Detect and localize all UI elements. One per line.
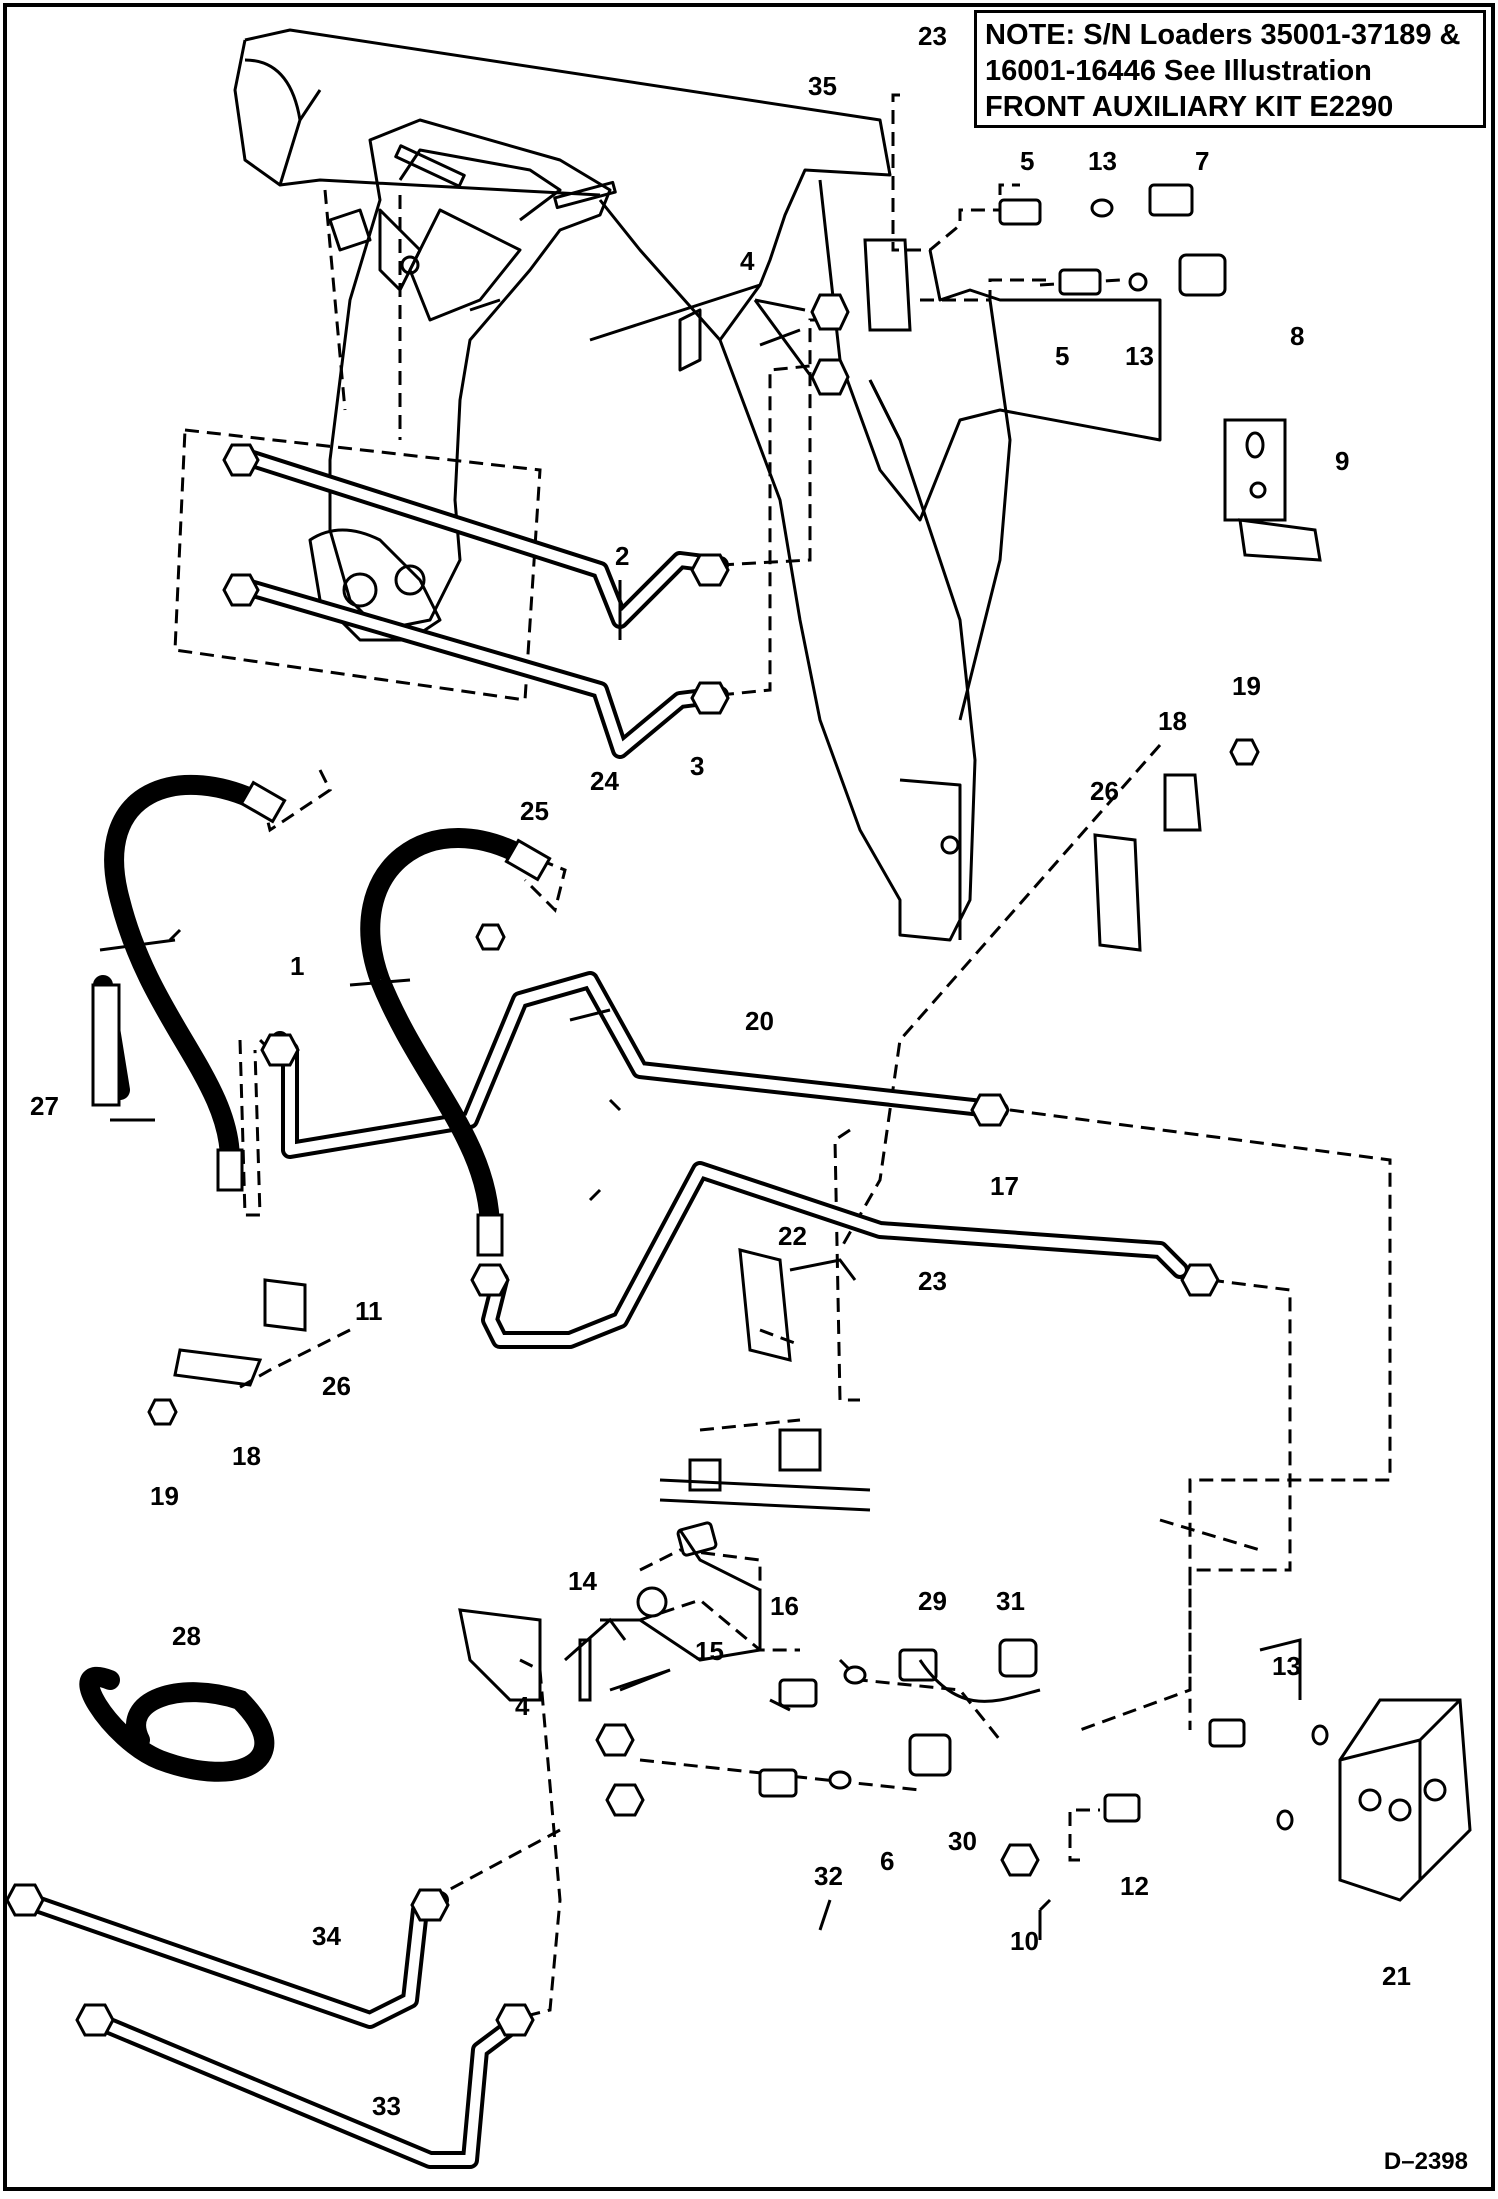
callout-31: 31	[996, 1586, 1025, 1616]
callout-17: 17	[990, 1171, 1019, 1201]
serial-number-note: NOTE: S/N Loaders 35001-37189 & 16001-16…	[974, 10, 1486, 128]
drawing-number: D–2398	[1383, 2148, 1468, 2175]
callout-25: 25	[520, 796, 549, 826]
note-line-3: FRONT AUXILIARY KIT E2290	[985, 91, 1394, 123]
callout-35: 35	[808, 71, 837, 101]
callout-23-top: 23	[918, 21, 947, 51]
tubing-inner	[20, 450, 1185, 2165]
callout-15: 15	[695, 1636, 724, 1666]
callout-4-bottom: 4	[515, 1691, 530, 1721]
callout-18-right: 18	[1158, 706, 1187, 736]
callout-21: 21	[1382, 1961, 1411, 1991]
callout-29: 29	[918, 1586, 947, 1616]
callout-10: 10	[1010, 1926, 1039, 1956]
callout-7: 7	[1195, 146, 1209, 176]
callout-22: 22	[778, 1221, 807, 1251]
callout-20: 20	[745, 1006, 774, 1036]
note-line-1: NOTE: S/N Loaders 35001-37189 &	[985, 19, 1461, 51]
callout-24: 24	[590, 766, 619, 796]
callout-30: 30	[948, 1826, 977, 1856]
callout-13-valve: 13	[1272, 1651, 1301, 1681]
couplers	[636, 183, 1329, 1831]
loader-frame	[233, 28, 1162, 942]
callout-33: 33	[372, 2091, 401, 2121]
callout-18-left: 18	[232, 1441, 261, 1471]
callout-12: 12	[1120, 1871, 1149, 1901]
callout-3: 3	[690, 751, 704, 781]
callout-2: 2	[615, 541, 629, 571]
dashed-leaders	[173, 93, 1392, 2022]
callout-16: 16	[770, 1591, 799, 1621]
solid-leaders	[99, 298, 1052, 1940]
callout-13-top: 13	[1088, 146, 1117, 176]
note-line-2: 16001-16446 See Illustration	[985, 55, 1372, 87]
callout-6: 6	[880, 1846, 894, 1876]
callout-8: 8	[1290, 321, 1304, 351]
callout-1: 1	[290, 951, 304, 981]
callout-28: 28	[172, 1621, 201, 1651]
callout-26-right: 26	[1090, 776, 1119, 806]
callout-27: 27	[30, 1091, 59, 1121]
callout-5-bottom: 5	[1055, 341, 1069, 371]
outer-border	[3, 3, 1495, 2191]
callout-26-left: 26	[322, 1371, 351, 1401]
callout-14: 14	[568, 1566, 597, 1596]
callout-19-right: 19	[1232, 671, 1261, 701]
callout-4-top: 4	[740, 246, 755, 276]
callout-11: 11	[355, 1296, 383, 1326]
hose-ends	[91, 780, 552, 1257]
callout-numbers: 1 2 3 4 4 5 5 6 7 8 9 10 11 12 13 13 13 …	[30, 21, 1411, 2121]
callout-32: 32	[814, 1861, 843, 1891]
callout-34: 34	[312, 1921, 341, 1951]
callout-23-mid: 23	[918, 1266, 947, 1296]
callout-9: 9	[1335, 446, 1349, 476]
callout-13-mid: 13	[1125, 341, 1154, 371]
fittings	[5, 293, 1260, 2037]
callout-19-left: 19	[150, 1481, 179, 1511]
hardware-outlines	[173, 238, 1472, 1902]
callout-5-top: 5	[1020, 146, 1034, 176]
